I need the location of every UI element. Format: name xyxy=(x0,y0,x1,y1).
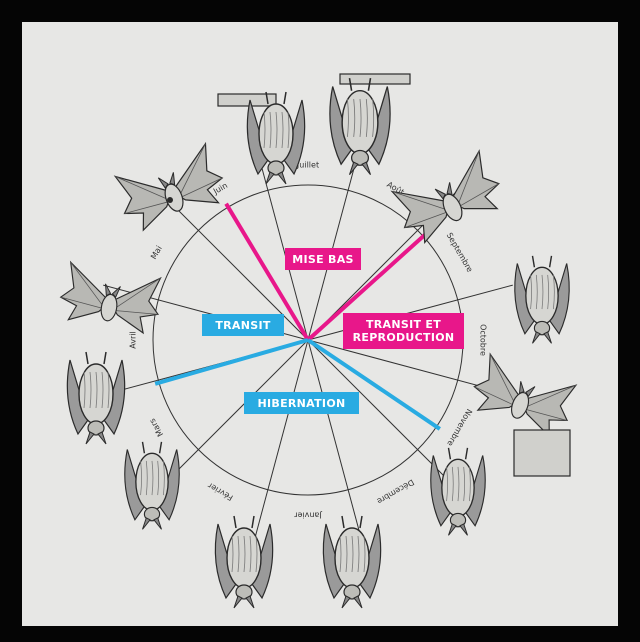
phase-label-transit: TRANSIT xyxy=(202,314,284,336)
bat-hanging-icon xyxy=(124,441,180,530)
bat-hanging-icon xyxy=(214,515,274,609)
phase-label-hibernation: HIBERNATION xyxy=(244,392,359,414)
brick-wall xyxy=(513,429,571,477)
bat-hanging-icon xyxy=(322,515,382,609)
month-label: Mars xyxy=(148,417,165,438)
month-label: Octobre xyxy=(479,324,488,356)
roof-ledge-right xyxy=(339,73,411,85)
month-label: Février xyxy=(205,480,234,503)
insect-icon xyxy=(167,197,173,203)
month-divider xyxy=(252,135,309,341)
month-label: Juillet xyxy=(296,161,319,170)
month-label: Mai xyxy=(149,244,164,261)
roof-ledge-left xyxy=(217,93,277,107)
bat-hanging-icon xyxy=(430,447,486,536)
month-divider xyxy=(307,284,513,341)
phase-boundary-line xyxy=(306,232,428,342)
bat-hanging-roof-pair-icon xyxy=(329,77,391,176)
bat-flying-icon xyxy=(59,260,162,335)
bat-flying-icon xyxy=(390,149,500,244)
bat-flying-insect-icon xyxy=(113,141,224,232)
phase-boundary-line xyxy=(306,338,441,431)
month-label: Janvier xyxy=(294,511,323,520)
phase-boundary-line xyxy=(224,202,310,342)
bat-flying-wall-icon xyxy=(473,352,578,438)
month-label: Novembre xyxy=(445,407,474,447)
month-divider xyxy=(252,339,309,545)
phase-boundary-line xyxy=(154,338,309,386)
month-divider xyxy=(157,339,309,491)
bat-hanging-roof-icon xyxy=(246,91,306,185)
phase-label-mise-bas: MISE BAS xyxy=(285,248,361,270)
bat-hanging-icon xyxy=(66,351,126,445)
month-divider xyxy=(307,339,364,545)
month-label: Septembre xyxy=(445,231,475,274)
bat-pair-hanging-icon xyxy=(514,255,570,344)
month-label: Décembre xyxy=(375,477,416,506)
bat-life-cycle-wheel: JuilletAoûtSeptembreOctobreNovembreDécem… xyxy=(59,73,578,609)
phase-label-transit-reproduction: TRANSIT ET REPRODUCTION xyxy=(343,313,464,349)
month-label: Avril xyxy=(129,331,138,348)
